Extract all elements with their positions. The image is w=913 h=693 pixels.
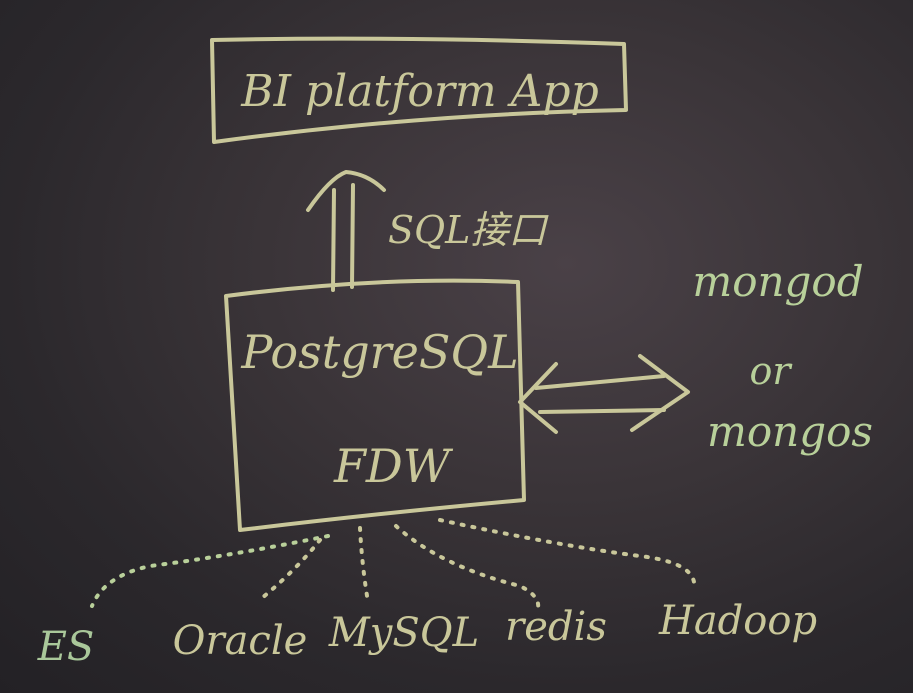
- double-arrow-left-head: [518, 362, 558, 434]
- double-arrow-top-line: [534, 374, 666, 390]
- bidirectional-arrow: [518, 354, 690, 434]
- or-label: or: [749, 349, 793, 393]
- bi-platform-box: BI platform App: [210, 36, 628, 144]
- connector-hadoop: [438, 518, 696, 584]
- connector-es: [90, 534, 330, 608]
- sql-interface-arrow: SQL接口: [306, 170, 549, 292]
- bi-platform-label: BI platform App: [240, 66, 598, 117]
- mongod-label: mongod: [692, 257, 863, 306]
- source-es-label: ES: [37, 624, 95, 670]
- double-arrow-right-head: [630, 354, 690, 432]
- source-hadoop-label: Hadoop: [658, 598, 817, 644]
- bi-platform-box-border: [210, 36, 628, 144]
- mongo-node: mongod or mongos: [692, 257, 873, 456]
- arrow-shaft-right: [350, 183, 355, 289]
- mongos-label: mongos: [707, 407, 873, 456]
- fdw-label: FDW: [333, 439, 454, 493]
- data-sources: ES Oracle MySQL redis Hadoop: [37, 598, 817, 670]
- arrow-shaft-left: [331, 188, 336, 292]
- connector-redis: [394, 524, 541, 610]
- fdw-box-border: [224, 278, 526, 532]
- postgresql-fdw-box: PostgreSQL FDW: [224, 278, 526, 532]
- postgresql-label: PostgreSQL: [240, 325, 518, 379]
- arrow-head: [306, 170, 386, 212]
- sql-interface-label: SQL接口: [388, 208, 549, 252]
- source-oracle-label: Oracle: [173, 618, 308, 664]
- connector-mysql: [358, 526, 370, 604]
- source-redis-label: redis: [505, 604, 607, 650]
- double-arrow-bottom-line: [538, 408, 666, 414]
- source-connectors: [90, 518, 696, 610]
- connector-oracle: [260, 538, 322, 600]
- source-mysql-label: MySQL: [328, 610, 479, 656]
